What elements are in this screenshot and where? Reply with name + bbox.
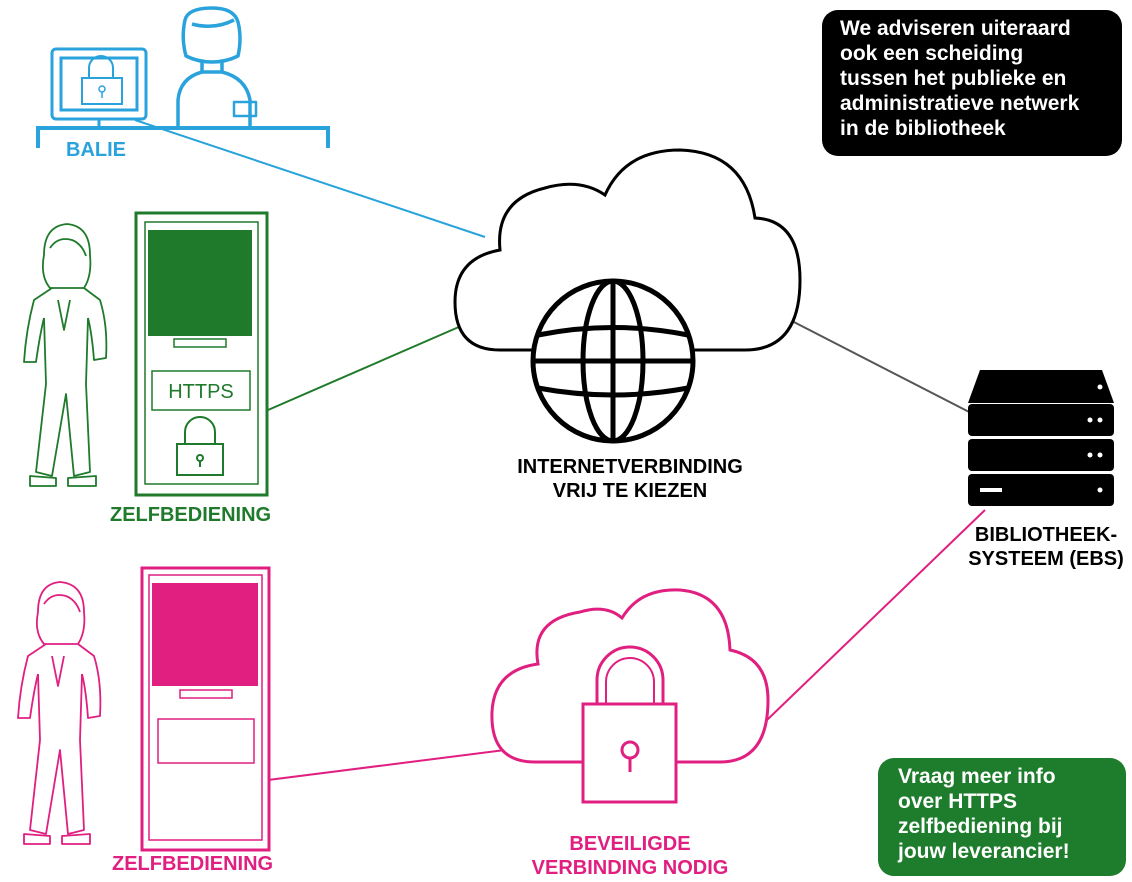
info-line: zelfbediening bij (898, 815, 1063, 838)
label-https: HTTPS (168, 381, 234, 403)
woman-icon (17, 581, 102, 845)
advice-callout: We adviseren uiteraard ook een scheiding… (822, 10, 1122, 156)
connection-kiosk-green-internet (267, 322, 469, 411)
connection-balie-internet (134, 119, 486, 238)
label-server: BIBLIOTHEEK- SYSTEEM (EBS) (960, 523, 1132, 571)
label-internet-line2: VRIJ TE KIEZEN (552, 480, 708, 502)
desk-icon (36, 126, 330, 148)
info-line: Vraag meer info (898, 765, 1056, 788)
label-server-line1: BIBLIOTHEEK- (974, 524, 1118, 546)
advice-line: ook een scheiding (840, 42, 1024, 65)
server-stack-icon (968, 370, 1114, 506)
label-internet-line1: INTERNETVERBINDING (517, 456, 743, 478)
padlock-icon (176, 416, 224, 476)
advice-line: administratieve netwerk (840, 92, 1080, 115)
info-callout: Vraag meer info over HTTPS zelfbediening… (878, 758, 1126, 876)
advice-line: We adviseren uiteraard (840, 17, 1071, 40)
kiosk-icon (134, 211, 269, 497)
info-line: jouw leverancier! (898, 840, 1070, 863)
label-secure-line2: VERBINDING NODIG (531, 857, 729, 879)
label-secure: BEVEILIGDE VERBINDING NODIG (500, 832, 760, 880)
cloud-lock-icon (490, 588, 770, 804)
cloud-globe-icon (453, 148, 802, 444)
connection-internet-server (789, 319, 976, 416)
label-secure-line1: BEVEILIGDE (569, 833, 691, 855)
label-zelfbediening-green: ZELFBEDIENING (110, 504, 272, 526)
label-server-line2: SYSTEEM (EBS) (968, 548, 1124, 570)
connection-server-secure (766, 509, 986, 721)
label-zelfbediening-pink: ZELFBEDIENING (112, 853, 274, 875)
clerk-person-icon (176, 6, 258, 128)
woman-icon (23, 223, 108, 487)
info-line: over HTTPS (898, 790, 1018, 813)
label-balie: BALIE (66, 139, 126, 161)
kiosk-icon (140, 566, 271, 852)
advice-line: in de bibliotheek (840, 117, 1006, 140)
connection-kiosk-pink-secure (267, 749, 506, 781)
monitor-lock-icon (50, 47, 148, 128)
label-internet: INTERNETVERBINDING VRIJ TE KIEZEN (480, 455, 780, 503)
advice-line: tussen het publieke en (840, 67, 1067, 90)
